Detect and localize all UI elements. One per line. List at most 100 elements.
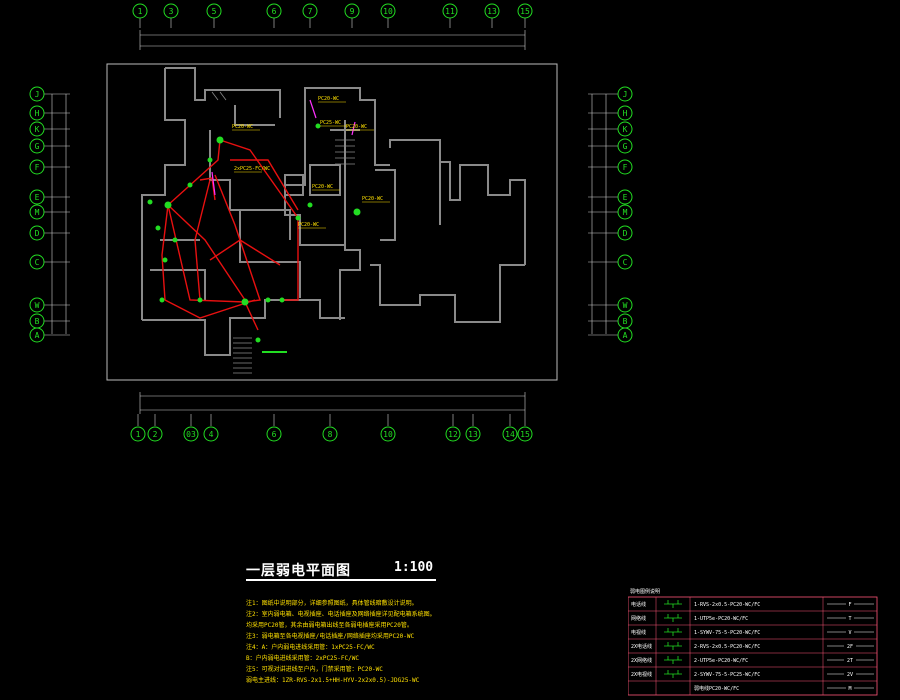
axis-label: 11 [445, 7, 455, 16]
axis-bubble: 7 [302, 3, 318, 19]
axis-label: 9 [350, 7, 355, 16]
axis-label: M [35, 208, 40, 217]
note-line: B：户内弱电进线采用管：2xPC25-FC/WC [246, 655, 359, 662]
axis-bubble: F [29, 159, 45, 175]
axis-label: D [623, 229, 628, 238]
axis-label: A [623, 331, 628, 340]
axis-bubble: 15 [517, 426, 533, 442]
floor-plan-walls [141, 67, 526, 356]
axis-bubble: 3 [163, 3, 179, 19]
note-line: 注2：室内弱电箱、电视插座、电话插座及网络插座详见配电箱系统图。 [246, 611, 436, 618]
axis-bubble: 1 [132, 3, 148, 19]
axis-label: 6 [272, 430, 277, 439]
axis-label: H [35, 109, 40, 118]
axis-label: J [35, 90, 40, 99]
bottom-dimensions [140, 395, 525, 411]
drawing-title: 一层弱电平面图 [246, 563, 351, 579]
axis-label: 03 [186, 430, 196, 439]
axis-bubble: 03 [183, 426, 199, 442]
outlet-symbol-icon [664, 670, 682, 678]
axis-bubble: G [617, 138, 633, 154]
legend-name: 电视线 [631, 629, 646, 636]
drawing-title-block: 一层弱电平面图 1:100 [246, 560, 436, 582]
axis-bubble: 5 [206, 3, 222, 19]
axis-bubble: J [29, 86, 45, 102]
legend-code: 2V [847, 672, 853, 678]
dimension-ticks [139, 30, 526, 414]
axis-bubble: 11 [442, 3, 458, 19]
weak-current-wiring [161, 139, 299, 331]
axis-bubble: M [29, 204, 45, 220]
axis-bubble: G [29, 138, 45, 154]
axis-label: 2 [153, 430, 158, 439]
axis-bubble: 14 [502, 426, 518, 442]
legend-name: 网络线 [631, 615, 646, 622]
plan-annotation: PC20-WC [318, 96, 339, 102]
plan-annotations: PC20-WCPC20-WCPC25-WCPC20-WC2xPC25-FC/WC… [232, 96, 390, 229]
legend-name: 2X电视线 [631, 671, 652, 678]
axis-label: 7 [308, 7, 313, 16]
axis-label: F [35, 163, 40, 172]
axis-label: K [35, 125, 40, 134]
title-underline [246, 579, 436, 581]
axis-bubble: J [617, 86, 633, 102]
plan-annotation: PC20-WC [312, 184, 333, 190]
axis-label: F [623, 163, 628, 172]
axis-label: 15 [520, 7, 530, 16]
axis-label: 5 [212, 7, 217, 16]
outlet-symbols [147, 123, 361, 353]
riser-lines [211, 99, 356, 196]
axis-bubble: F [617, 159, 633, 175]
legend-code: V [848, 630, 851, 636]
axis-label: 1 [138, 7, 143, 16]
axis-label: 4 [209, 430, 214, 439]
drawing-scale: 1:100 [394, 560, 434, 575]
axis-label: G [623, 142, 628, 151]
design-notes: 注1：图纸中说明部分，详细参照图纸，具体管线暗敷设计说明。 注2：室内弱电箱、电… [246, 598, 606, 686]
axis-bubble: 10 [380, 3, 396, 19]
axis-bubble: 8 [322, 426, 338, 442]
axis-label: C [623, 258, 628, 267]
axis-bubble: 12 [445, 426, 461, 442]
axis-bubble: M [617, 204, 633, 220]
axis-label: 13 [468, 430, 478, 439]
stair-hatching [211, 91, 355, 374]
left-dimensions [51, 94, 67, 334]
legend-code: 2T [847, 658, 853, 664]
axis-bubble: E [29, 189, 45, 205]
axis-bubble: W [29, 297, 45, 313]
axis-label: G [35, 142, 40, 151]
axis-bubble: 13 [484, 3, 500, 19]
legend-spec: 1-RVS-2x0.5-PC20-WC/FC [694, 602, 760, 608]
axis-label: W [623, 301, 628, 310]
legend-code: F [848, 602, 851, 608]
axis-bubble: 4 [203, 426, 219, 442]
axis-label: 10 [383, 430, 393, 439]
axis-bubble: A [29, 327, 45, 343]
axis-label: 3 [169, 7, 174, 16]
legend-spec: 1-UTP5e-PC20-WC/FC [694, 616, 748, 622]
axis-label: K [623, 125, 628, 134]
note-line: 均采用PC20管，其余由弱电箱出线至各弱电插座采用PC20管。 [246, 622, 413, 629]
axis-label: 14 [505, 430, 515, 439]
plan-annotation: PC20-WC [346, 124, 367, 130]
axis-bubble: H [617, 105, 633, 121]
legend-spec: 2-SYWV-75-5-PC25-WC/FC [694, 672, 760, 678]
outlet-symbol-icon [664, 600, 682, 608]
axis-bubble: H [29, 105, 45, 121]
legend-border [628, 596, 878, 696]
axis-bubble: 13 [465, 426, 481, 442]
legend-spec: 2-RVS-2x0.5-PC20-WC/FC [694, 644, 760, 650]
legend-name: 2X网络线 [631, 657, 652, 664]
